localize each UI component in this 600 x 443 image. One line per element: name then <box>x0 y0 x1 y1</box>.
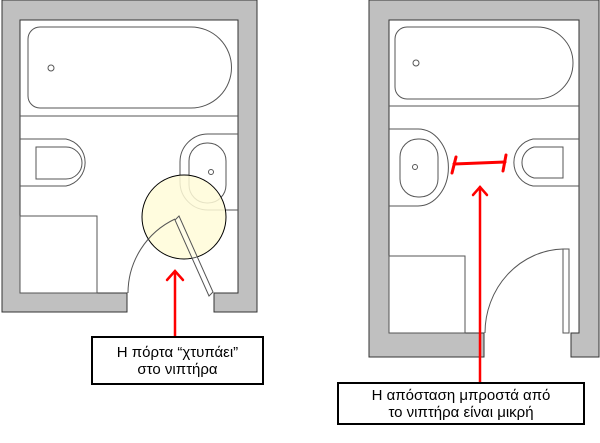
left-arrow-head <box>165 269 185 282</box>
callout-line-2: το νιπτήρα είναι μικρή <box>388 403 534 421</box>
right-door-swing-arc <box>484 248 564 334</box>
conflict-highlight-circle <box>141 174 227 260</box>
left-bathroom-plan <box>1 0 258 313</box>
small-clearance-callout: Η απόσταση μπροστά από το νιπτήρα είναι … <box>337 382 585 425</box>
callout-line-1: Η απόσταση μπροστά από <box>371 386 551 404</box>
left-toilet <box>20 138 86 187</box>
right-arrow-head <box>471 185 489 197</box>
left-cabinet <box>19 215 98 294</box>
right-sink <box>389 128 449 207</box>
callout-line-1: Η πόρτα “χτυπάει” <box>116 343 239 361</box>
right-bathtub <box>394 26 574 100</box>
left-door-leaf <box>174 215 214 297</box>
right-walls <box>368 0 600 358</box>
left-sink-drain <box>208 169 214 175</box>
right-bathtub-drain <box>412 59 420 67</box>
left-toilet-seat <box>35 146 83 180</box>
right-door-leaf <box>562 248 570 334</box>
left-bathtub-drain <box>47 64 55 72</box>
right-sink-drain <box>412 164 418 170</box>
door-hits-sink-callout: Η πόρτα “χτυπάει” στο νιπτήρα <box>91 336 264 385</box>
right-toilet <box>513 138 579 187</box>
left-walls <box>1 0 258 313</box>
left-bathtub <box>27 26 232 109</box>
clearance-dimension-marker <box>450 153 508 175</box>
right-cabinet <box>388 255 466 334</box>
right-toilet-seat <box>521 146 564 179</box>
right-sink-basin <box>399 138 439 198</box>
right-bathroom-plan <box>368 0 600 358</box>
callout-line-2: στο νιπτήρα <box>137 360 218 378</box>
left-door-swing-arc <box>127 218 176 294</box>
